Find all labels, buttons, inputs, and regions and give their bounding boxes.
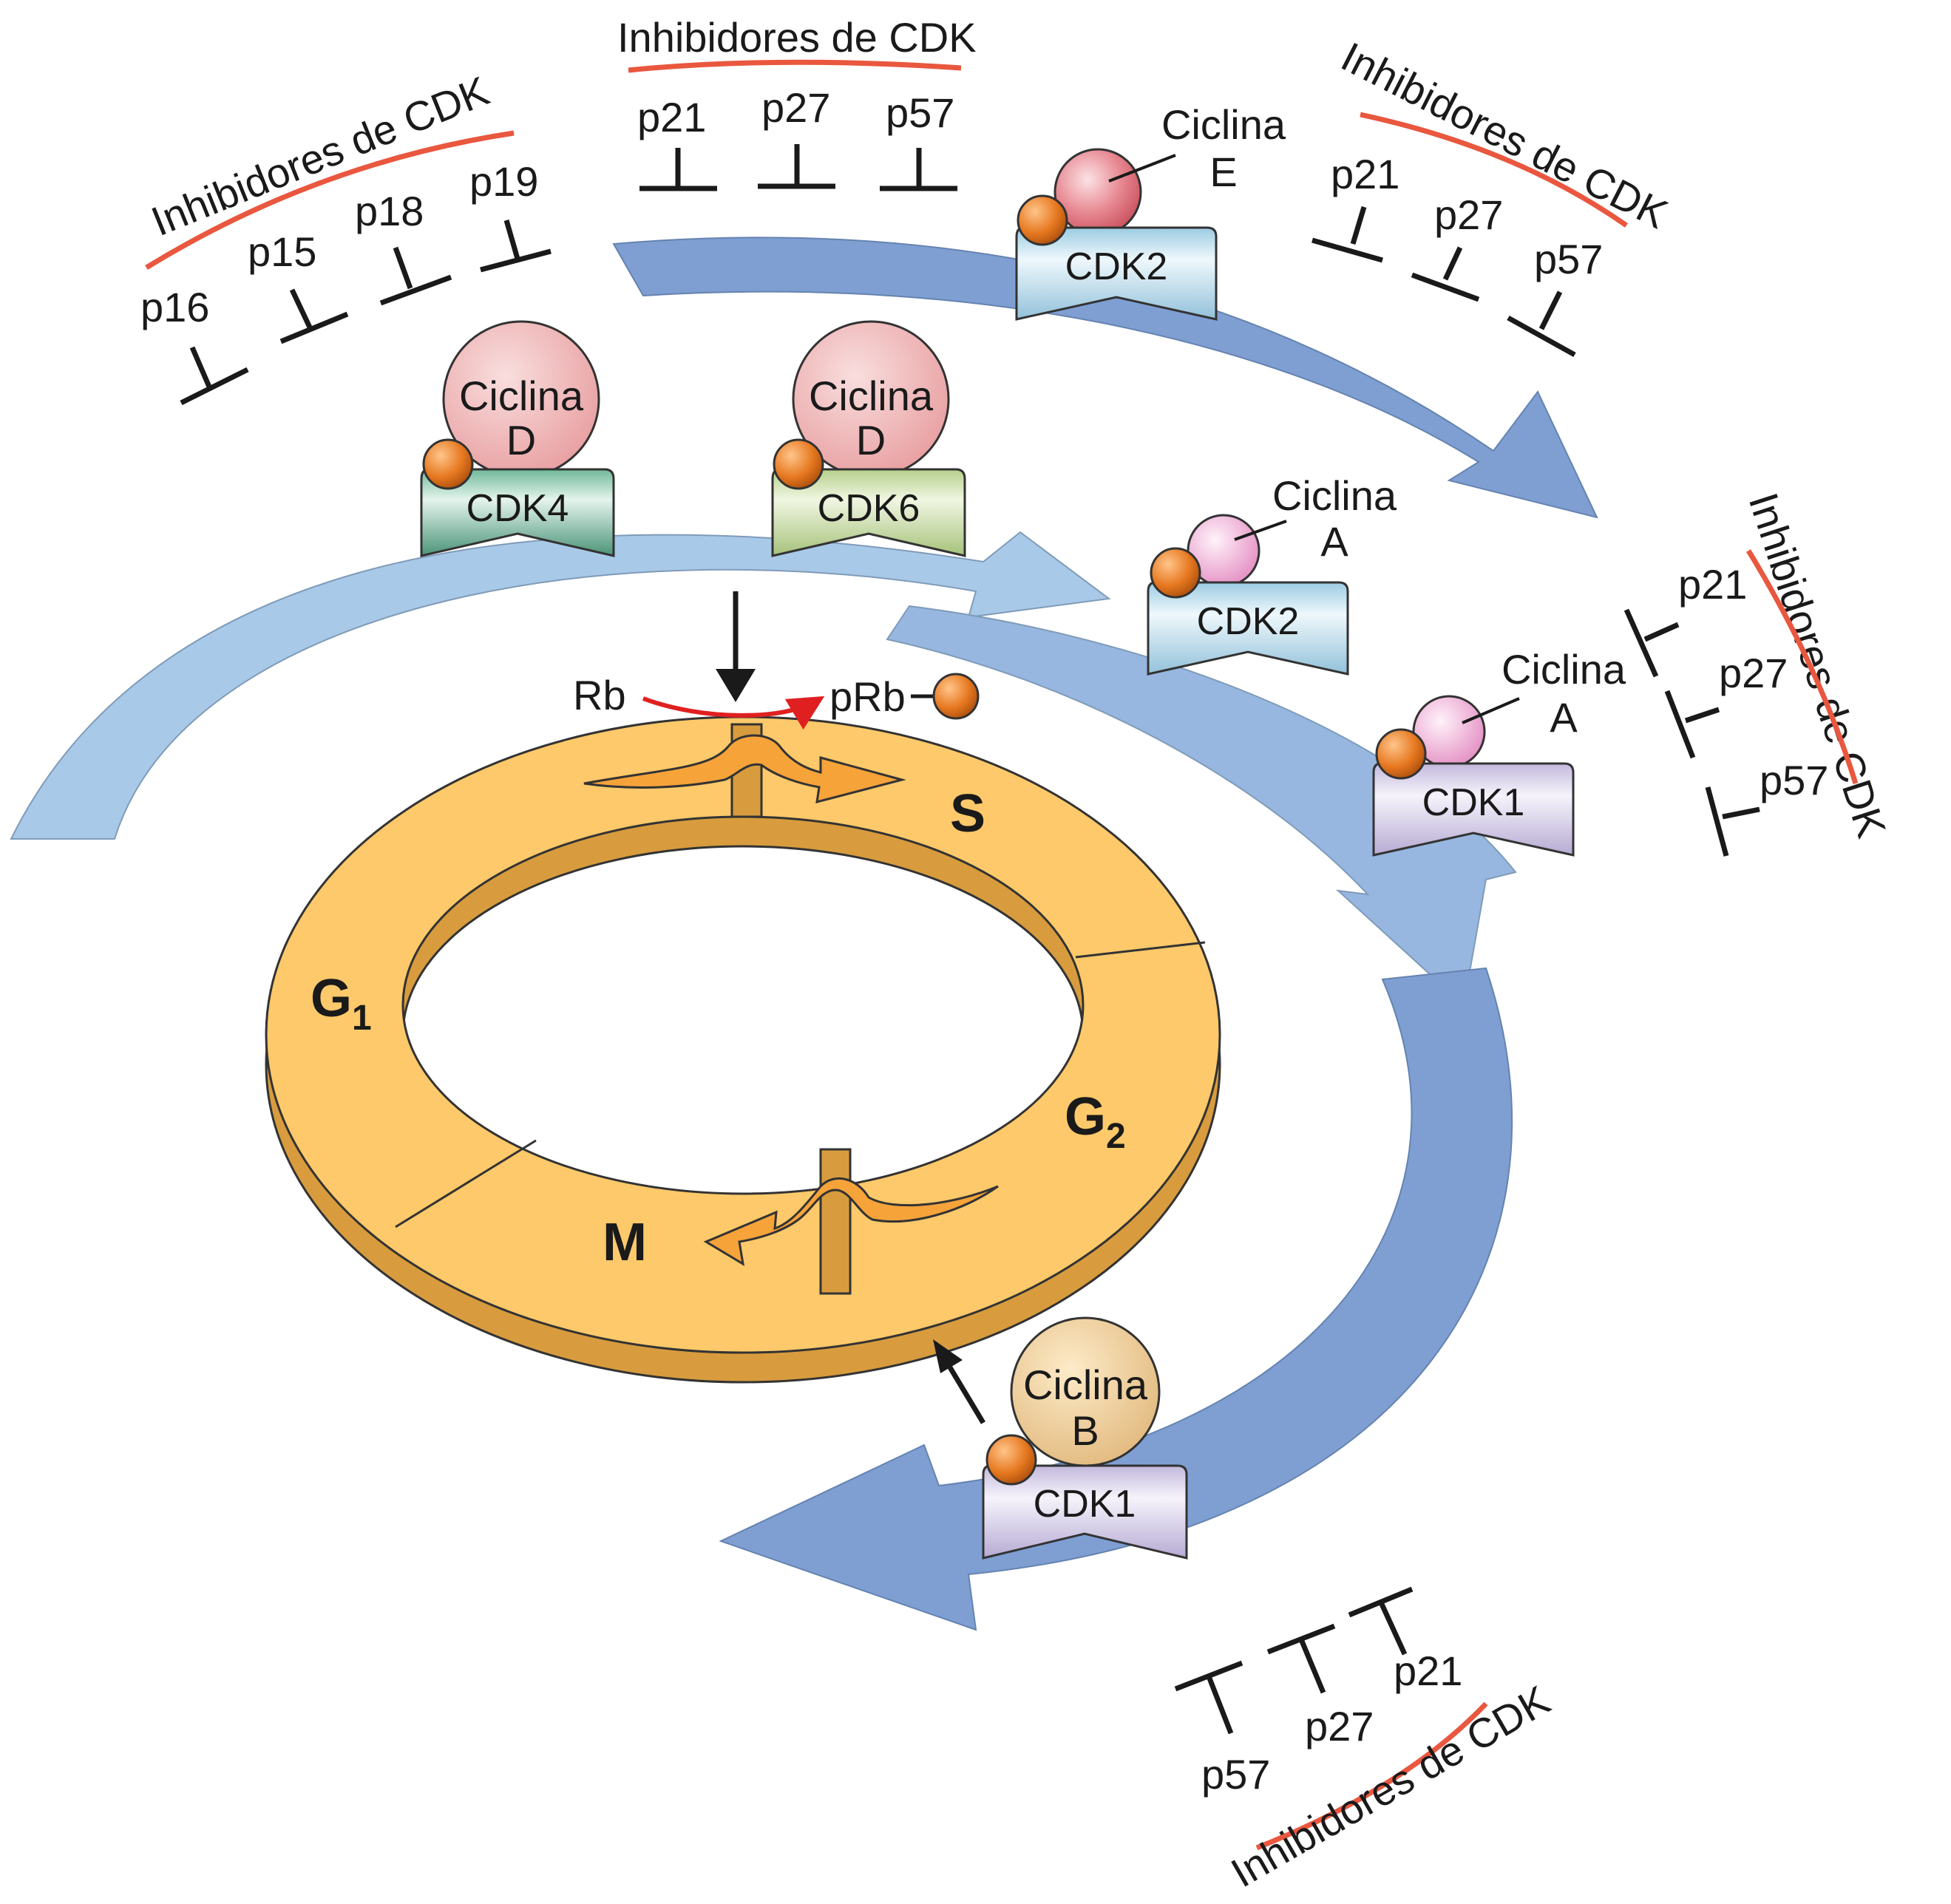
cyclin-e-label: Ciclina <box>1161 101 1286 148</box>
inhibitor-p27: p27 <box>761 84 830 131</box>
phosphate-icon <box>1150 547 1201 599</box>
inhibitor-p57: p57 <box>1201 1751 1270 1798</box>
cyclin-a-label: Ciclina <box>1272 472 1397 519</box>
g2-m-arrow <box>719 967 1513 1631</box>
inhibitor-heading: Inhibidores de CDK <box>145 67 495 245</box>
cyclin-b-letter: B <box>1071 1407 1099 1454</box>
inhibitor-p57: p57 <box>1534 236 1603 282</box>
inhibitor-heading: Inhibidores de CDK <box>1224 1676 1558 1896</box>
inhibitor-p21: p21 <box>637 94 706 140</box>
inhibitor-p27: p27 <box>1719 650 1788 696</box>
prb-label: pRb <box>829 673 906 720</box>
cdk2-label: CDK2 <box>1065 245 1168 288</box>
g1-s-arrow <box>886 605 1517 1007</box>
inhibitor-heading: Inhibidores de CDK <box>617 14 977 61</box>
phosphate-icon <box>932 673 980 720</box>
cyclin-d-label: Ciclina <box>809 373 934 419</box>
inhibitor-p19: p19 <box>469 158 538 205</box>
inhibitor-heading: Inhibidores de CDK <box>1334 33 1675 238</box>
phase-g2-label: G2 <box>1065 1087 1126 1156</box>
phase-m-label: M <box>603 1213 647 1272</box>
phase-s-label: S <box>950 784 985 843</box>
inhibitor-group-cdk2e: Inhibidores de CDK p21 p27 p57 <box>1312 33 1675 358</box>
rb-phosphorylation-arrow <box>642 696 825 730</box>
cdk1-cyclin-b-complex: Ciclina B CDK1 <box>933 1316 1188 1560</box>
m-entry-signal-arrowhead <box>933 1339 963 1373</box>
m-entry-arrow <box>703 1177 999 1266</box>
cyclin-a-letter: A <box>1320 518 1348 565</box>
cdk1-label: CDK1 <box>1034 1483 1136 1526</box>
cell-cycle-ring <box>265 715 1221 1384</box>
phosphate-icon <box>985 1434 1037 1486</box>
cdk2-label: CDK2 <box>1197 600 1300 643</box>
inhibitor-p21: p21 <box>1394 1648 1462 1694</box>
phosphate-icon <box>422 438 474 490</box>
phosphate-icon <box>1375 728 1427 780</box>
cdk4-label: CDK4 <box>466 487 569 530</box>
cdk2-cyclin-e-complex: Ciclina E CDK2 <box>1015 101 1286 321</box>
inhibitor-p27: p27 <box>1305 1703 1374 1750</box>
inhibitor-p57: p57 <box>1760 757 1828 803</box>
inhibitor-group-cdk2a: Inhibidores de CDK p21 p27 p57 <box>1623 487 1896 857</box>
phase-g1-label: G1 <box>311 969 372 1038</box>
cyclin-b-label: Ciclina <box>1023 1361 1148 1408</box>
cdk2-cyclin-a-complex: Ciclina A CDK2 <box>1147 472 1397 676</box>
s-entry-arrow <box>583 734 906 804</box>
cdk1-cyclin-a-complex: Ciclina A CDK1 <box>1372 646 1626 857</box>
cyclin-e-letter: E <box>1209 149 1237 195</box>
cyclin-a-label: Ciclina <box>1502 646 1626 693</box>
inhibitor-group-cdk46: Inhibidores de CDK p21 p27 p57 <box>617 14 977 191</box>
rb-label: Rb <box>573 672 626 718</box>
rb-input-arrowhead <box>716 669 756 702</box>
cdk1-label: CDK1 <box>1422 781 1525 824</box>
inhibitor-p16: p16 <box>140 284 209 330</box>
cdk6-label: CDK6 <box>818 487 920 530</box>
phosphate-icon <box>773 438 824 490</box>
phosphate-icon <box>1017 194 1068 246</box>
inhibitor-p57: p57 <box>886 89 954 136</box>
cdk4-cyclin-d-complex: Ciclina D CDK4 <box>420 320 615 557</box>
cyclin-a-letter: A <box>1550 694 1578 741</box>
cyclin-d-label: Ciclina <box>459 373 584 419</box>
inhibitor-group-cdk1b: p57 p27 p21 Inhibidores de CDK <box>1174 1586 1558 1896</box>
inhibitor-p18: p18 <box>355 188 424 234</box>
cyclin-d-letter: D <box>856 417 886 463</box>
g1-arrow <box>10 531 1111 840</box>
inhibitor-p15: p15 <box>248 228 316 275</box>
cyclin-d-letter: D <box>506 417 536 463</box>
inhibitor-p21: p21 <box>1678 561 1747 608</box>
inhibitor-p27: p27 <box>1434 191 1503 238</box>
cdk6-cyclin-d-complex: Ciclina D CDK6 <box>771 320 966 557</box>
inhibitor-p21: p21 <box>1331 151 1399 197</box>
